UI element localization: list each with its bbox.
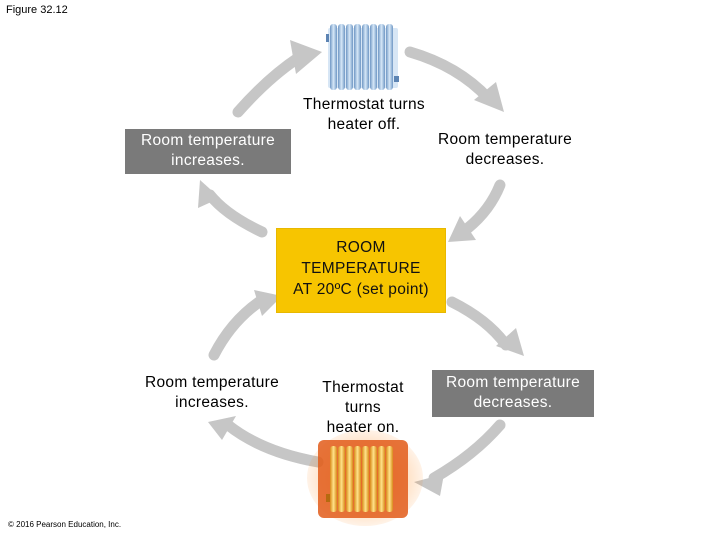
bottom-right-decrease-line-1: Room temperature (445, 374, 581, 391)
top-loop-arrowheads (198, 40, 504, 242)
cool-radiator-icon (326, 24, 399, 90)
set-point-line-3: AT 20ºC (set point) (293, 281, 429, 298)
bottom-loop-arrowheads (208, 290, 524, 496)
thermostat-off-label: Thermostat turns heater off. (286, 95, 442, 135)
top-left-increase-line-1: Room temperature (140, 132, 276, 149)
bottom-left-increase-line-2: increases. (175, 394, 249, 411)
top-left-increase-box: Room temperature increases. (125, 129, 291, 174)
thermostat-off-line-2: heater off. (327, 116, 401, 133)
thermostat-off-line-1: Thermostat turns (303, 96, 425, 113)
set-point-box: ROOM TEMPERATURE AT 20ºC (set point) (276, 228, 446, 313)
figure-label: Figure 32.12 (6, 4, 68, 16)
thermostat-on-line-3: heater on. (326, 419, 400, 436)
set-point-line-2: TEMPERATURE (301, 260, 421, 277)
top-right-decrease-label: Room temperature decreases. (420, 130, 590, 170)
thermostat-on-label: Thermostat turns heater on. (308, 378, 418, 438)
copyright-notice: © 2016 Pearson Education, Inc. (8, 520, 122, 529)
set-point-line-1: ROOM (336, 239, 386, 256)
hot-radiator-icon (307, 430, 423, 526)
bottom-left-increase-label: Room temperature increases. (128, 373, 296, 413)
thermostat-on-line-1: Thermostat (322, 379, 404, 396)
thermostat-on-line-2: turns (345, 399, 381, 416)
bottom-left-increase-line-1: Room temperature (144, 374, 280, 391)
bottom-right-decrease-line-2: decreases. (473, 394, 553, 411)
top-right-decrease-line-2: decreases. (465, 151, 545, 168)
top-right-decrease-line-1: Room temperature (437, 131, 573, 148)
top-left-increase-line-2: increases. (171, 152, 245, 169)
bottom-right-decrease-box: Room temperature decreases. (432, 370, 594, 417)
